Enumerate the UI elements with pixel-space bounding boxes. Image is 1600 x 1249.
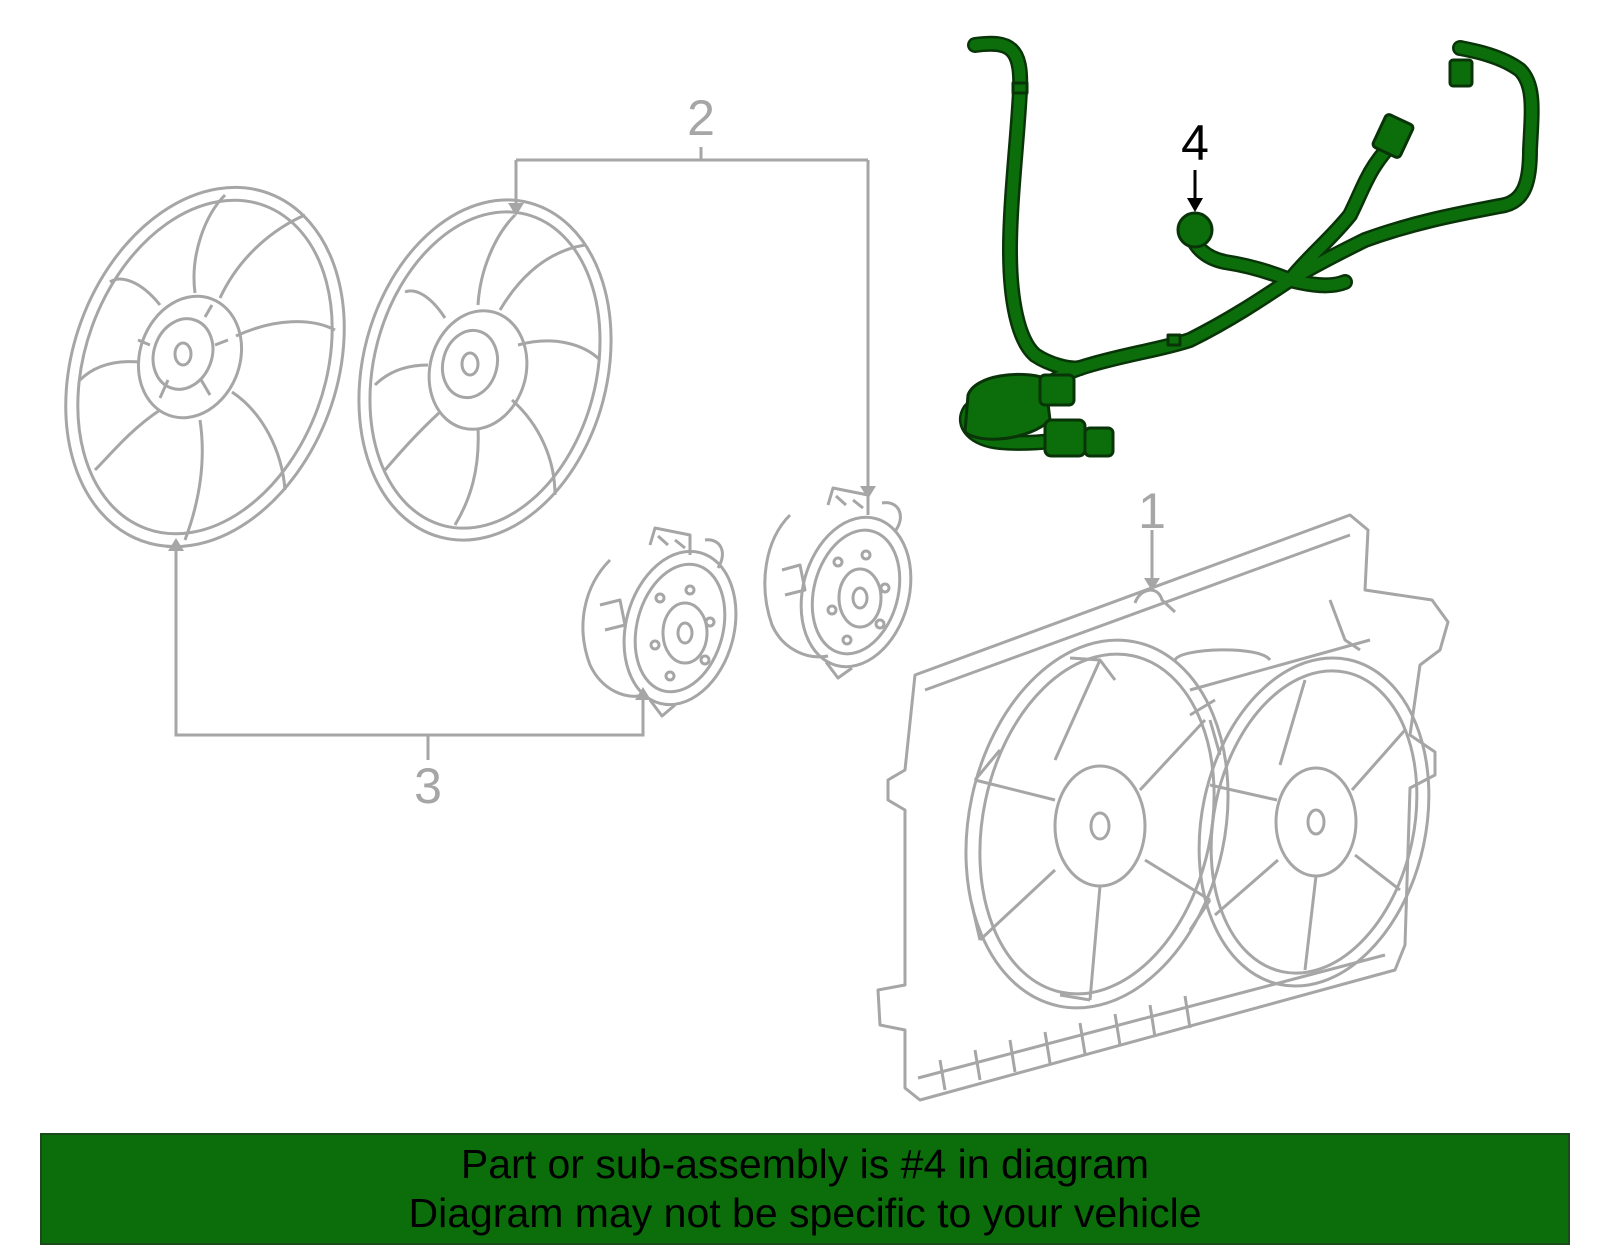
fan-motor-upper (763, 486, 913, 680)
leader-line-4 (1187, 170, 1203, 212)
callout-3: 3 (414, 758, 442, 814)
leader-arrows (168, 203, 1160, 700)
fan-blade-left (64, 185, 346, 549)
fan-blade-middle (357, 198, 613, 542)
wiring-harness (958, 35, 1540, 458)
fan-motor-lower (581, 526, 738, 718)
banner-vehicle-disclaimer: Diagram may not be specific to your vehi… (408, 1190, 1202, 1236)
callout-2: 2 (687, 90, 715, 146)
leader-lines (174, 147, 1154, 760)
callout-4: 4 (1181, 115, 1209, 171)
callout-1: 1 (1138, 483, 1166, 539)
banner-part-note: Part or sub-assembly is #4 in diagram (460, 1141, 1150, 1187)
fan-shroud-assembly (876, 513, 1450, 1102)
info-banner: Part or sub-assembly is #4 in diagram Di… (40, 1133, 1570, 1245)
